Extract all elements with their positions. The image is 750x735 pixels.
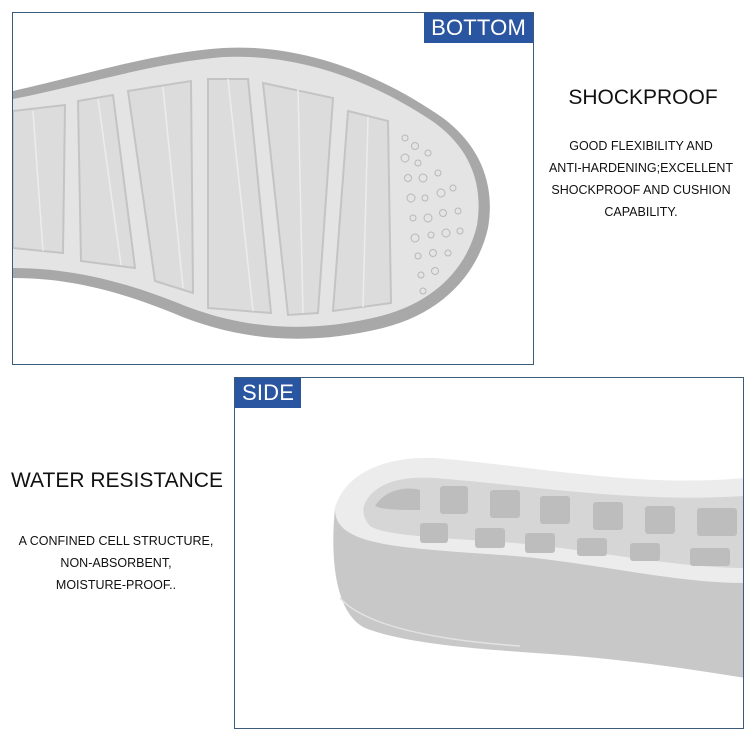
shockproof-heading: SHOCKPROOF — [568, 86, 718, 109]
desc-line: CAPABILITY. — [604, 205, 678, 219]
bottom-view-frame: BOTTOM — [12, 12, 534, 365]
sole-side-image — [333, 457, 743, 678]
side-view-frame: SIDE — [234, 377, 744, 729]
desc-line: GOOD FLEXIBILITY AND — [569, 139, 713, 153]
shockproof-description: GOOD FLEXIBILITY AND ANTI-HARDENING;EXCE… — [532, 135, 750, 223]
desc-line: SHOCKPROOF AND CUSHION — [551, 183, 731, 197]
side-badge: SIDE — [235, 378, 302, 408]
sole-bottom-image — [13, 47, 490, 339]
desc-line: ANTI-HARDENING;EXCELLENT — [548, 161, 734, 175]
desc-line: NON-ABSORBENT, — [60, 556, 172, 570]
desc-line: MOISTURE-PROOF.. — [55, 578, 177, 592]
water-resistance-heading: WATER RESISTANCE — [11, 469, 223, 492]
water-resistance-description: A CONFINED CELL STRUCTURE, NON-ABSORBENT… — [0, 530, 232, 596]
bottom-badge: BOTTOM — [424, 13, 533, 43]
desc-line: A CONFINED CELL STRUCTURE, — [18, 534, 214, 548]
